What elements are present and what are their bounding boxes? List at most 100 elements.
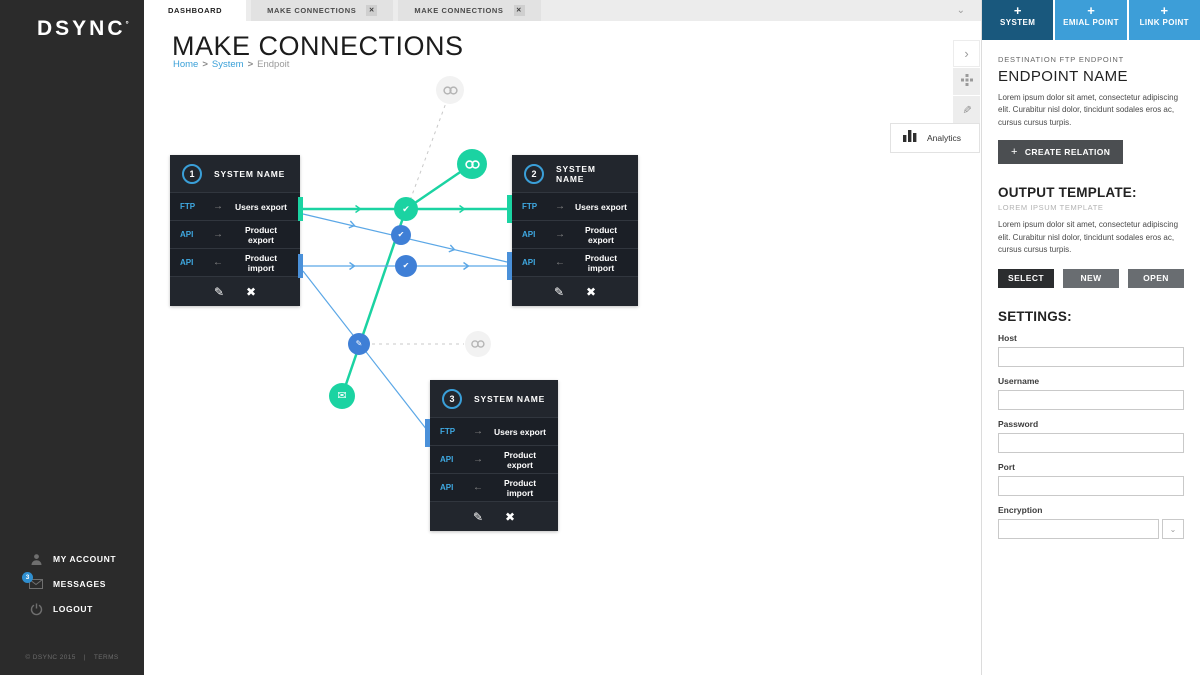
tab-make-connections-2[interactable]: MAKE CONNECTIONS ✕: [398, 0, 541, 21]
link-icon[interactable]: [465, 331, 491, 357]
edit-icon[interactable]: ✎: [213, 284, 224, 299]
logo-mark: °: [125, 20, 132, 29]
connection-row-product-import[interactable]: API ← Product import: [170, 248, 300, 276]
sidebar-item-logout[interactable]: LOGOUT: [28, 602, 116, 616]
link-icon[interactable]: [457, 149, 487, 179]
tab-label: MAKE CONNECTIONS: [414, 6, 504, 15]
check-icon[interactable]: ✔: [394, 197, 418, 221]
add-system-button[interactable]: + SYSTEM: [982, 0, 1054, 40]
terms-link[interactable]: TERMS: [93, 654, 119, 661]
output-template-title: OUTPUT TEMPLATE:: [998, 185, 1137, 201]
edit-tool-button[interactable]: ✎: [953, 96, 980, 123]
mail-icon[interactable]: ✉: [329, 383, 355, 409]
action-label: EMIAL POINT: [1063, 18, 1119, 27]
host-field-group: Host: [998, 333, 1184, 368]
protocol-label: API: [180, 230, 194, 239]
tab-bar: DASHBOARD MAKE CONNECTIONS ✕ MAKE CONNEC…: [144, 0, 981, 21]
system-node-header[interactable]: 1 SYSTEM NAME: [170, 155, 300, 192]
delete-icon[interactable]: ✖: [586, 284, 597, 299]
collapse-panel-button[interactable]: ›: [953, 40, 980, 67]
footer-divider: |: [83, 654, 86, 661]
tab-overflow-icon[interactable]: ⌄: [956, 5, 965, 16]
connection-row-users-export[interactable]: FTP → Users export: [512, 192, 638, 220]
port-in-teal[interactable]: [507, 195, 512, 223]
analytics-button[interactable]: Analytics: [890, 123, 980, 153]
tab-dashboard[interactable]: DASHBOARD: [144, 0, 247, 21]
link-icon[interactable]: [436, 76, 464, 104]
system-node-header[interactable]: 2 SYSTEM NAME: [512, 155, 638, 192]
arrow-right-icon: →: [473, 426, 483, 437]
add-link-point-button[interactable]: + LINK POINT: [1128, 0, 1200, 40]
sidebar-menu: MY ACCOUNT 3 MESSAGES LOGOUT: [22, 552, 116, 627]
edit-icon[interactable]: ✎: [348, 333, 370, 355]
check-icon[interactable]: ✔: [391, 225, 411, 245]
protocol-label: API: [180, 258, 194, 267]
move-tool-button[interactable]: [953, 68, 980, 95]
app-logo: DSYNC°: [37, 17, 132, 40]
username-input[interactable]: [998, 390, 1184, 411]
bar-chart-icon: [903, 129, 917, 147]
connection-row-users-export[interactable]: FTP → Users export: [430, 417, 558, 445]
sidebar-item-messages[interactable]: 3 MESSAGES: [22, 572, 116, 591]
right-panel: + SYSTEM + EMIAL POINT + LINK POINT DEST…: [981, 0, 1200, 675]
breadcrumb-home[interactable]: Home: [173, 59, 199, 70]
system-node-3[interactable]: 3 SYSTEM NAME FTP → Users export API → P…: [430, 380, 558, 531]
add-email-point-button[interactable]: + EMIAL POINT: [1055, 0, 1127, 40]
edit-icon[interactable]: ✎: [553, 284, 564, 299]
password-input[interactable]: [998, 433, 1184, 454]
protocol-label: FTP: [180, 202, 196, 211]
arrow-right-icon: →: [213, 229, 223, 240]
edit-icon[interactable]: ✎: [472, 509, 483, 524]
power-icon: [28, 602, 44, 616]
endpoint-description: Lorem ipsum dolor sit amet, consectetur …: [998, 93, 1179, 127]
output-template-subtitle: LOREM IPSUM TEMPLATE: [998, 203, 1104, 213]
tab-make-connections-1[interactable]: MAKE CONNECTIONS ✕: [251, 0, 394, 21]
check-icon[interactable]: ✔: [395, 255, 417, 277]
delete-icon[interactable]: ✖: [505, 509, 516, 524]
row-label: Product import: [503, 477, 537, 498]
open-button[interactable]: OPEN: [1128, 269, 1184, 289]
encryption-input[interactable]: [998, 519, 1159, 540]
sidebar-item-my-account[interactable]: MY ACCOUNT: [28, 552, 116, 566]
port-out-teal[interactable]: [298, 197, 303, 221]
close-icon[interactable]: ✕: [366, 5, 378, 16]
system-node-header[interactable]: 3 SYSTEM NAME: [430, 380, 558, 417]
protocol-label: API: [440, 483, 454, 492]
password-label: Password: [998, 419, 1039, 430]
connection-row-product-export[interactable]: API → Product export: [430, 445, 558, 473]
pencil-icon: ✎: [960, 104, 972, 115]
breadcrumb-system[interactable]: System: [211, 59, 244, 70]
panel-actions: + SYSTEM + EMIAL POINT + LINK POINT: [982, 0, 1200, 40]
port-in-blue[interactable]: [425, 419, 430, 447]
port-out-blue[interactable]: [298, 254, 303, 278]
create-relation-button[interactable]: + CREATE RELATION: [998, 140, 1124, 165]
plus-icon: +: [1013, 3, 1022, 18]
user-icon: [28, 552, 44, 566]
encryption-dropdown-button[interactable]: ⌄: [1162, 519, 1184, 540]
connection-row-product-export[interactable]: API → Product export: [512, 220, 638, 248]
sidebar: DSYNC° MY ACCOUNT 3 MESSAGES LOGOUT: [0, 0, 144, 675]
connection-row-product-import[interactable]: API ← Product import: [512, 248, 638, 276]
protocol-label: API: [522, 258, 536, 267]
connection-row-users-export[interactable]: FTP → Users export: [170, 192, 300, 220]
sidebar-item-label: LOGOUT: [53, 604, 93, 614]
row-label: Users export: [235, 201, 287, 212]
row-label: Product export: [503, 449, 537, 470]
connection-row-product-import[interactable]: API ← Product import: [430, 473, 558, 501]
connection-row-product-export[interactable]: API → Product export: [170, 220, 300, 248]
new-button[interactable]: NEW: [1063, 269, 1119, 289]
node-footer: ✎ ✖: [512, 276, 638, 306]
plus-icon: +: [1160, 3, 1169, 18]
system-node-1[interactable]: 1 SYSTEM NAME FTP → Users export API → P…: [170, 155, 300, 306]
row-label: Product export: [584, 224, 618, 245]
port-input[interactable]: [998, 476, 1184, 497]
close-icon[interactable]: ✕: [513, 5, 525, 16]
protocol-label: API: [522, 230, 536, 239]
system-node-2[interactable]: 2 SYSTEM NAME FTP → Users export API → P…: [512, 155, 638, 306]
delete-icon[interactable]: ✖: [246, 284, 257, 299]
host-input[interactable]: [998, 347, 1184, 368]
breadcrumb-current: Endpoit: [257, 59, 290, 70]
system-title: SYSTEM NAME: [474, 393, 546, 404]
port-in-blue[interactable]: [507, 252, 512, 280]
select-button[interactable]: SELECT: [998, 269, 1054, 289]
